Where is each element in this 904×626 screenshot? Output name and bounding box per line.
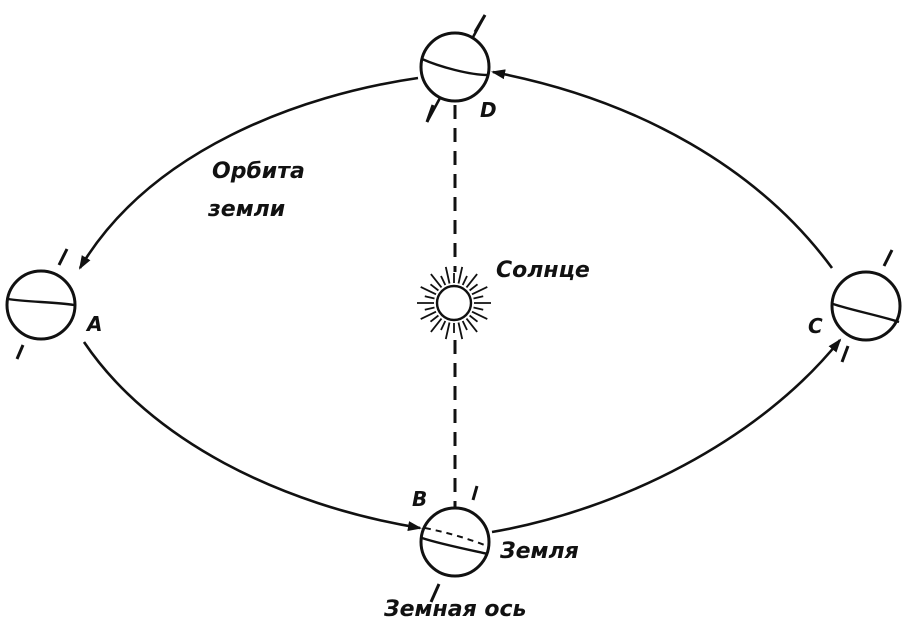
earth-label: Земля: [499, 539, 579, 564]
sun-ray: [441, 276, 445, 285]
axis-label: Земная ось: [383, 597, 526, 622]
sun-ray: [459, 267, 463, 284]
orbit-label-line2: земли: [207, 197, 285, 222]
orbit-arc-b-to-c: [492, 340, 840, 532]
earth-globe-position-a: [7, 249, 75, 359]
sun-ray: [470, 284, 478, 290]
sun-ray: [463, 321, 467, 330]
sun-ray: [441, 321, 445, 330]
sun-ray: [431, 284, 439, 290]
sun-ray: [421, 312, 436, 319]
sun-ray: [474, 308, 484, 310]
position-label-b: B: [412, 487, 427, 511]
sun-ray: [446, 323, 450, 340]
orbit-arc-c-to-d: [493, 72, 832, 268]
sun-icon: [417, 267, 491, 339]
orbit-label-line1: Орбита: [212, 159, 305, 184]
position-label-c: C: [808, 314, 823, 338]
sun-ray: [446, 267, 450, 284]
sun-ray: [463, 276, 467, 285]
sun-ray: [470, 316, 478, 322]
sun-ray: [472, 287, 487, 294]
position-label-d: D: [480, 98, 497, 122]
earth-globe-position-c: [832, 250, 900, 362]
sun-ray: [474, 296, 484, 298]
position-label-a: A: [85, 312, 102, 336]
sun-label: Солнце: [496, 258, 590, 283]
orbit-arc-a-to-b: [84, 342, 420, 528]
sun-ray: [425, 296, 435, 298]
sun-ray: [421, 287, 436, 294]
sun-ray: [472, 312, 487, 319]
sun-ray: [425, 308, 435, 310]
sun-ray: [431, 316, 439, 322]
sun-ray: [459, 323, 463, 340]
